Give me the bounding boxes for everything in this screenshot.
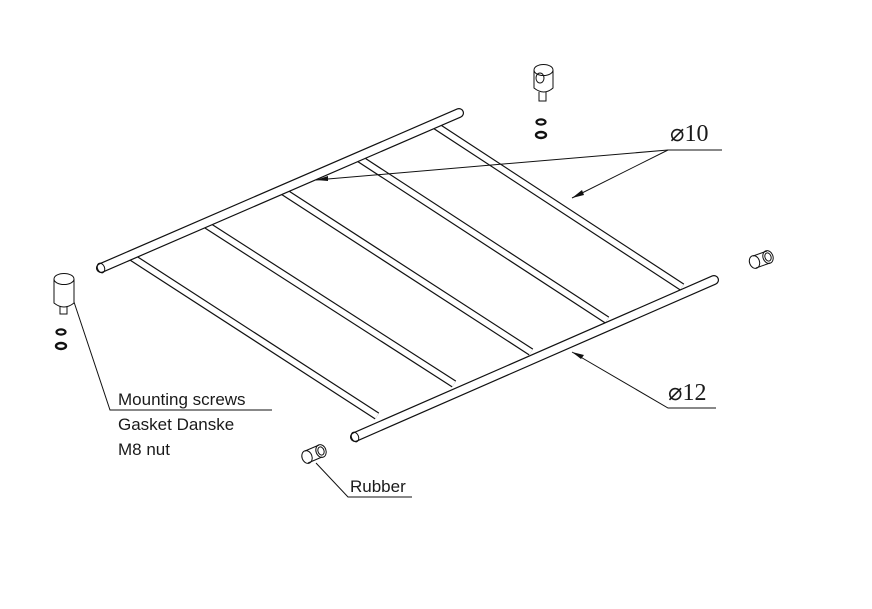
cross-bar-2 <box>202 220 457 388</box>
nut-left <box>54 341 68 351</box>
cross-bars <box>127 120 685 420</box>
label-gasket: Gasket Danske <box>118 415 234 434</box>
leader-lines <box>73 149 722 498</box>
front-rail <box>350 275 719 443</box>
arrowhead <box>316 176 328 181</box>
leader-rubber <box>315 462 412 498</box>
leader-dim-small <box>315 149 722 181</box>
cross-bar-4 <box>354 153 610 324</box>
arrowhead <box>572 352 584 359</box>
rubber-cap-bottom <box>301 444 327 464</box>
label-rubber: Rubber <box>350 477 406 496</box>
gasket-left <box>55 328 67 336</box>
label-diameter-12: ⌀12 <box>668 380 706 406</box>
label-diameter-10: ⌀10 <box>670 121 708 147</box>
mounting-screw-left <box>53 273 75 351</box>
label-mounting-screws: Mounting screws <box>118 390 246 409</box>
nut-top <box>534 130 548 140</box>
mounting-screw-top <box>533 64 554 140</box>
cross-bar-5 <box>430 120 685 291</box>
rubber-cap-right <box>748 250 774 269</box>
leader-screws <box>73 301 272 411</box>
cross-bar-1 <box>127 252 380 420</box>
leader-dim-large <box>571 351 716 409</box>
label-nut: M8 nut <box>118 440 170 459</box>
arrowhead <box>572 190 584 198</box>
cross-bar-3 <box>278 186 534 356</box>
back-rail <box>96 108 464 274</box>
gasket-top <box>535 118 547 126</box>
